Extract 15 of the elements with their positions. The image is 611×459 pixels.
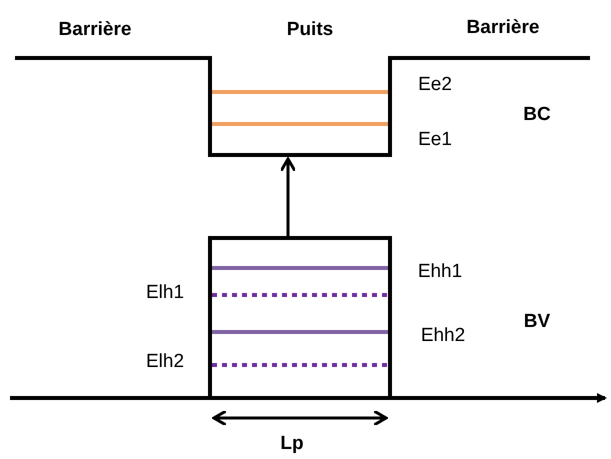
region-label: Puits: [286, 19, 334, 41]
energy-level-label: Ee2: [418, 74, 452, 96]
energy-level-label: Ehh1: [418, 261, 462, 283]
energy-level-label: Elh1: [146, 282, 184, 304]
quantum-well-conduction: [208, 56, 392, 157]
band-label: BC: [523, 104, 551, 126]
energy-level-label: Ee1: [418, 129, 452, 151]
dimension-label: Lp: [280, 433, 304, 455]
quantum-well-valence: [208, 236, 392, 398]
energy-level-label: Elh2: [146, 351, 184, 373]
region-label: Barrière: [466, 17, 540, 39]
region-label: Barrière: [58, 19, 132, 41]
arrow: [280, 158, 296, 236]
band-label: BV: [524, 311, 550, 333]
energy-level-label: Ehh2: [420, 325, 466, 347]
